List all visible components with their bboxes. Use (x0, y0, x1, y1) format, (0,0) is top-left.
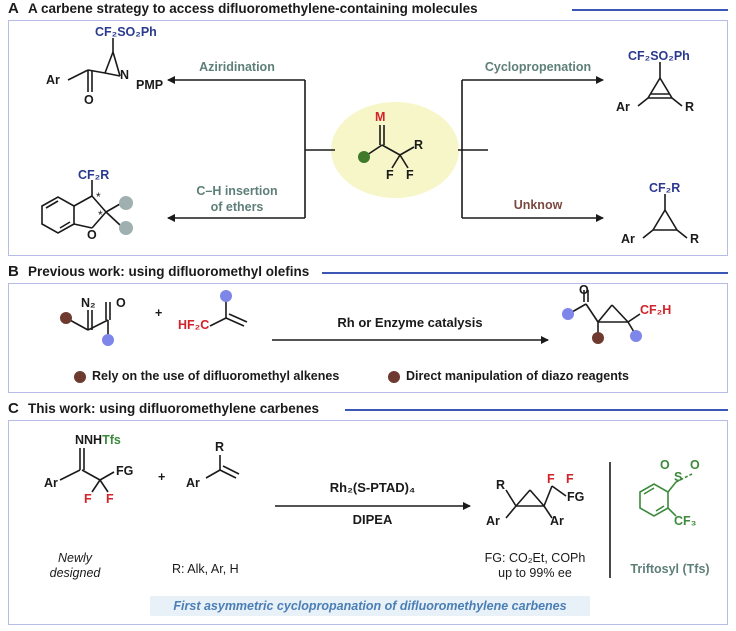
product-fg: FG (567, 490, 585, 504)
reagent-top: Rh₂(S-PTAD)₄ (329, 480, 416, 495)
note-1: Rely on the use of difluoromethyl alkene… (92, 369, 340, 383)
product-f-1: F (547, 472, 555, 486)
aziridine-bonds (67, 38, 121, 92)
tfs-cf3: CF₃ (674, 514, 697, 528)
section-a-title: A carbene strategy to access difluoromet… (28, 1, 478, 16)
ee-value: up to 99% ee (498, 566, 572, 580)
tfs-s: S (674, 470, 683, 484)
product-f-2: F (566, 472, 574, 486)
cyclopropene-substituent: CF₂SO₂Ph (628, 49, 690, 63)
section-a-panel (8, 20, 728, 256)
benzofuran-star-1: * (96, 190, 101, 204)
olefin-bonds (209, 300, 248, 327)
cyclopropane-a-bonds (642, 194, 688, 239)
aziridine-o: O (84, 93, 94, 107)
aziridine-n: N (120, 68, 130, 82)
cyclopropene-r: R (685, 100, 695, 114)
cyclopropane-substituent: CF₂R (649, 181, 681, 195)
section-c-letter: C (8, 400, 19, 417)
cf2h-cyclopropane-bonds (571, 290, 641, 334)
tfs-o-1: O (660, 458, 670, 472)
product-b-o: O (579, 283, 589, 297)
center-metal: M (375, 110, 386, 124)
section-b-rule (322, 272, 728, 274)
ch-insertion-label-1: C–H insertion (196, 184, 278, 198)
cyclopropane-r: R (690, 232, 700, 246)
benzofuran-bonds (41, 180, 121, 234)
fg-definition: FG: CO₂Et, COPh (484, 551, 586, 565)
product-ar-1: Ar (486, 514, 500, 528)
benzofuran-o: O (87, 228, 97, 242)
hydrazone-f-2: F (106, 492, 114, 506)
catalysis-label: Rh or Enzyme catalysis (337, 315, 483, 330)
note-2: Direct manipulation of diazo reagents (406, 369, 629, 383)
green-dot-icon (358, 151, 370, 163)
brown-dot-icon (592, 332, 604, 344)
product-cf2h: CF₂H (640, 303, 672, 317)
branch-lines (167, 76, 604, 222)
section-a-rule (572, 9, 728, 11)
hydrazone-bonds (59, 448, 115, 493)
diazo-n2: N₂ (81, 296, 96, 310)
center-carbene-bonds (366, 125, 415, 169)
benzofuran-substituent: CF₂R (78, 168, 110, 182)
newly-designed-2: designed (49, 566, 101, 580)
unknow-label: Unknow (513, 198, 563, 212)
tfs-bonds (639, 473, 693, 517)
tfs-name: Triftosyl (Tfs) (630, 562, 710, 576)
product-cyclopropane-bonds (505, 485, 567, 519)
blue-dot-icon (562, 308, 574, 320)
plus-c: + (158, 470, 166, 484)
hydrazone-fg: FG (116, 464, 134, 478)
section-c-panel (8, 420, 728, 625)
aziridine-pmp: PMP (136, 78, 164, 92)
reagent-bottom: DIPEA (352, 512, 393, 527)
section-c-title: This work: using difluoromethylene carbe… (28, 401, 320, 416)
section-c-rule (345, 409, 728, 411)
center-r: R (414, 138, 424, 152)
gray-dot-icon (119, 221, 133, 235)
gray-dot-icon (119, 196, 133, 210)
product-ar-2: Ar (550, 514, 564, 528)
brown-dot-icon (74, 371, 86, 383)
hydrazone-ar: Ar (44, 476, 58, 490)
ch-insertion-label-2: of ethers (210, 200, 264, 214)
olefin-hf2c: HF₂C (178, 318, 210, 332)
section-b-title: Previous work: using difluoromethyl olef… (28, 264, 310, 279)
blue-dot-icon (220, 290, 232, 302)
r-definition: R: Alk, Ar, H (172, 562, 239, 576)
center-f-2: F (406, 168, 414, 182)
cyclopropene-ar: Ar (616, 100, 630, 114)
styrene-ar: Ar (186, 476, 200, 490)
center-f-1: F (386, 168, 394, 182)
center-highlight (331, 102, 459, 198)
banner: First asymmetric cyclopropanation of dif… (150, 596, 590, 616)
section-b-panel (8, 283, 728, 393)
benzofuran-star-2: * (98, 208, 103, 222)
aziridine-substituent: CF₂SO₂Ph (95, 25, 157, 39)
newly-designed-1: Newly (57, 551, 93, 565)
hydrazone-f-1: F (84, 492, 92, 506)
styrene-r: R (215, 440, 225, 454)
cyclopropane-ar: Ar (621, 232, 635, 246)
blue-dot-icon (630, 330, 642, 342)
cyclopropene-bonds (637, 62, 683, 107)
product-r: R (496, 478, 506, 492)
diazo-o: O (116, 296, 126, 310)
brown-dot-icon (388, 371, 400, 383)
section-b-letter: B (8, 263, 19, 280)
blue-dot-icon (102, 334, 114, 346)
brown-dot-icon (60, 312, 72, 324)
styrene-bonds (205, 455, 240, 479)
aziridine-ar: Ar (46, 73, 60, 87)
banner-text: First asymmetric cyclopropanation of dif… (173, 599, 567, 613)
plus-b: + (155, 306, 163, 320)
cyclopropenation-label: Cyclopropenation (484, 60, 592, 74)
aziridination-label: Aziridination (199, 60, 275, 74)
tfs-o-2: O (690, 458, 700, 472)
section-a-letter: A (8, 0, 19, 17)
hydrazone-nnh: NNHTfs (75, 433, 121, 447)
